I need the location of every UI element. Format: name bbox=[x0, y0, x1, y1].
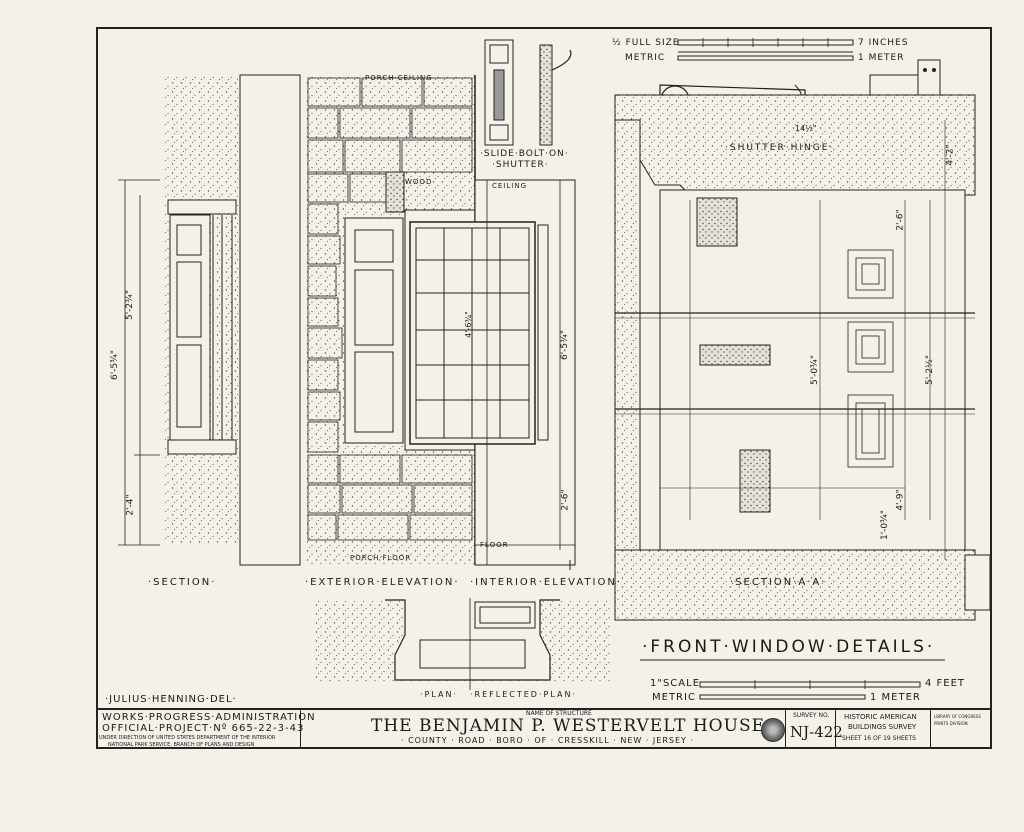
habs-line-1: HISTORIC AMERICAN bbox=[844, 713, 917, 721]
wpa-line-2: OFFICIAL·PROJECT·Nº 665-22-3-43 bbox=[102, 723, 305, 734]
survey-cell: SURVEY NO. NJ-422 bbox=[786, 710, 843, 749]
name-caption: NAME OF STRUCTURE bbox=[526, 710, 592, 717]
wpa-line-3: UNDER DIRECTION OF UNITED STATES DEPARTM… bbox=[99, 735, 276, 741]
wpa-line-1: WORKS·PROGRESS·ADMINISTRATION bbox=[102, 712, 316, 723]
slide-bolt-label-1: ·SLIDE·BOLT·ON· bbox=[480, 149, 569, 159]
library-line-1: LIBRARY OF CONGRESS bbox=[934, 714, 981, 719]
porch-ceiling-label: PORCH·CEILING bbox=[365, 74, 433, 82]
slide-bolt-detail bbox=[484, 39, 572, 146]
scale-top-meter: 1 METER bbox=[858, 53, 905, 63]
dim-section-low: 2'-4" bbox=[125, 494, 136, 516]
section-aa-label: ·SECTION·A·A· bbox=[730, 577, 827, 588]
dim-section-aa-a: 5'-0¾" bbox=[810, 354, 821, 386]
seal-icon bbox=[761, 718, 785, 742]
scale-bottom-feet: 4 FEET bbox=[925, 678, 966, 689]
wood-label: WOOD bbox=[405, 178, 433, 186]
wpa-line-4: NATIONAL PARK SERVICE, BRANCH OF PLANS A… bbox=[108, 742, 255, 748]
drawing-title: ·FRONT·WINDOW·DETAILS· bbox=[642, 637, 936, 657]
section-view bbox=[118, 74, 301, 566]
dim-section-aa-d: 1'-0¾" bbox=[880, 509, 891, 541]
structure-name: THE BENJAMIN P. WESTERVELT HOUSE bbox=[371, 716, 765, 736]
shutter-hinge-label: ·SHUTTER·HINGE· bbox=[725, 143, 835, 153]
delineator: ·JULIUS·HENNING·DEL· bbox=[105, 694, 237, 705]
survey-number: NJ-422 bbox=[790, 723, 843, 741]
dim-section-mid: 5'-2¾" bbox=[125, 289, 136, 321]
reflected-plan-label: ·REFLECTED·PLAN· bbox=[470, 690, 577, 699]
dim-section-aa-top: 2'-6" bbox=[895, 209, 906, 231]
scale-top-full-size: ½ FULL SIZE bbox=[612, 38, 680, 48]
structure-location: · COUNTY · ROAD · BORO · OF · CRESSKILL … bbox=[401, 736, 695, 745]
dim-hinge-length: 14½" bbox=[795, 124, 817, 133]
scale-bottom-scale: 1"SCALE bbox=[650, 678, 701, 689]
sheet-info: SHEET 16 OF 19 SHEETS bbox=[842, 735, 917, 742]
interior-elevation-view bbox=[409, 179, 576, 570]
slide-bolt-label-2: ·SHUTTER· bbox=[492, 160, 549, 170]
section-aa-view bbox=[614, 94, 991, 621]
ceiling-label: CEILING bbox=[492, 182, 527, 190]
scale-bottom-metric: METRIC bbox=[652, 692, 696, 703]
survey-caption: SURVEY NO. bbox=[793, 712, 830, 719]
dim-interior-low: 2'-6" bbox=[560, 489, 571, 511]
section-label: ·SECTION· bbox=[148, 577, 217, 588]
library-line-2: PRINTS DIVISION bbox=[934, 721, 968, 726]
scale-bar-bottom bbox=[699, 680, 921, 700]
wpa-cell: WORKS·PROGRESS·ADMINISTRATION OFFICIAL·P… bbox=[96, 710, 315, 749]
dim-section-aa-b: 5'-2½" bbox=[925, 354, 936, 386]
sheet-border bbox=[96, 27, 992, 749]
scale-top-metric: METRIC bbox=[625, 53, 666, 63]
floor-label: FLOOR bbox=[480, 541, 509, 549]
plan-label: ·PLAN· bbox=[420, 690, 459, 699]
dim-hinge-right: 4'-2" bbox=[945, 144, 956, 166]
exterior-elevation-label: ·EXTERIOR·ELEVATION· bbox=[305, 577, 460, 588]
dim-section-aa-c: 4'-9" bbox=[895, 489, 906, 511]
habs-cell: HISTORIC AMERICAN BUILDINGS SURVEY SHEET… bbox=[836, 710, 931, 749]
habs-line-2: BUILDINGS SURVEY bbox=[848, 723, 917, 731]
plan-view bbox=[315, 598, 610, 690]
scale-bottom-meter: 1 METER bbox=[870, 692, 921, 703]
library-cell: LIBRARY OF CONGRESS PRINTS DIVISION bbox=[931, 710, 992, 749]
scale-bar-top bbox=[677, 38, 854, 61]
structure-cell: NAME OF STRUCTURE THE BENJAMIN P. WESTER… bbox=[301, 710, 786, 749]
porch-floor-label: PORCH·FLOOR bbox=[350, 554, 412, 562]
title-block: WORKS·PROGRESS·ADMINISTRATION OFFICIAL·P… bbox=[96, 708, 992, 749]
dim-section-total: 6'-5¾" bbox=[110, 349, 121, 381]
dim-glass-height: 4'-6¾" bbox=[463, 311, 473, 338]
dim-interior-height: 6'-5¾" bbox=[560, 329, 571, 361]
interior-elevation-label: ·INTERIOR·ELEVATION· bbox=[470, 577, 622, 588]
scale-top-inches: 7 INCHES bbox=[858, 38, 909, 48]
